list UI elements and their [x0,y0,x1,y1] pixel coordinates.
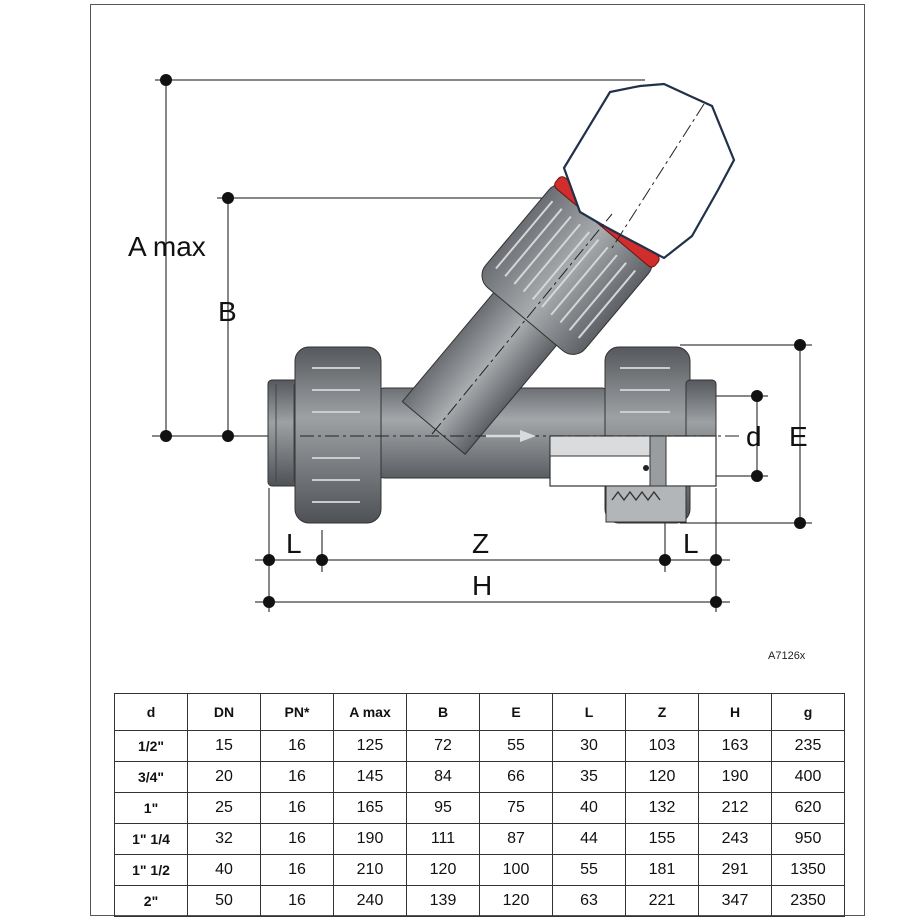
label-h: H [472,570,492,601]
table-cell: 55 [552,854,626,886]
table-cell: 1/2" [114,730,188,762]
label-l-left: L [286,528,302,559]
table-cell: 347 [698,885,772,917]
table-cell: 155 [625,823,699,855]
table-row: 2" 50 16 240 139 120 63 221 347 2350 [114,885,845,917]
table-cell: 950 [771,823,845,855]
table-cell: 50 [187,885,261,917]
table-cell: 95 [406,792,480,824]
table-cell: 212 [698,792,772,824]
label-d: d [746,421,762,452]
table-cell: 190 [698,761,772,793]
table-cell: 35 [552,761,626,793]
table-cell: 30 [552,730,626,762]
table-cell: 1350 [771,854,845,886]
table-cell: 20 [187,761,261,793]
table-cell: 400 [771,761,845,793]
table-cell: 125 [333,730,407,762]
table-cell: 2350 [771,885,845,917]
table-cell: 163 [698,730,772,762]
column-header: A max [333,693,407,731]
table-row: 1" 1/2 40 16 210 120 100 55 181 291 1350 [114,854,845,886]
dimension-endpoints [160,74,806,608]
table-cell: 66 [479,761,553,793]
drawing-reference-code: A7126x [768,650,806,662]
table-cell: 40 [187,854,261,886]
table-cell: 72 [406,730,480,762]
label-l-right: L [683,528,699,559]
table-row: 1/2" 15 16 125 72 55 30 103 163 235 [114,730,845,762]
table-cell: 181 [625,854,699,886]
table-cell: 190 [333,823,407,855]
label-b: B [218,296,237,327]
table-cell: 221 [625,885,699,917]
table-row: 1" 25 16 165 95 75 40 132 212 620 [114,792,845,824]
table-cell: 235 [771,730,845,762]
label-a-max: A max [128,231,206,262]
dimension-labels: A max B d E L Z L H [128,231,808,601]
table-cell: 120 [479,885,553,917]
table-cell: 165 [333,792,407,824]
column-header: E [479,693,553,731]
column-header: Z [625,693,699,731]
column-header: L [552,693,626,731]
table-cell: 15 [187,730,261,762]
table-cell: 16 [260,823,334,855]
table-cell: 16 [260,792,334,824]
table-cell: 132 [625,792,699,824]
column-header: H [698,693,772,731]
column-header: B [406,693,480,731]
table-cell: 3/4" [114,761,188,793]
table-cell: 620 [771,792,845,824]
table-cell: 1" 1/4 [114,823,188,855]
table-header-row: d DN PN* A max B E L Z H g [114,693,845,731]
table-cell: 120 [406,854,480,886]
column-header: DN [187,693,261,731]
table-cell: 16 [260,761,334,793]
table-cell: 25 [187,792,261,824]
dimensions-table: d DN PN* A max B E L Z H g 1/2" 15 16 12… [114,693,845,917]
table-cell: 32 [187,823,261,855]
removed-bonnet-outline [562,82,736,260]
table-cell: 291 [698,854,772,886]
table-cell: 100 [479,854,553,886]
table-cell: 84 [406,761,480,793]
table-cell: 63 [552,885,626,917]
table-cell: 16 [260,854,334,886]
table-cell: 139 [406,885,480,917]
table-cell: 1" [114,792,188,824]
label-e: E [789,421,808,452]
table-cell: 87 [479,823,553,855]
table-cell: 145 [333,761,407,793]
column-header: d [114,693,188,731]
table-cell: 16 [260,885,334,917]
valve-technical-drawing: A max B d E L Z L H [128,74,812,612]
table-cell: 2" [114,885,188,917]
table-cell: 55 [479,730,553,762]
table-cell: 16 [260,730,334,762]
table-cell: 75 [479,792,553,824]
table-cell: 1" 1/2 [114,854,188,886]
table-cell: 210 [333,854,407,886]
table-row: 3/4" 20 16 145 84 66 35 120 190 400 [114,761,845,793]
table-cell: 240 [333,885,407,917]
table-cell: 103 [625,730,699,762]
table-cell: 44 [552,823,626,855]
table-cell: 111 [406,823,480,855]
table-cell: 40 [552,792,626,824]
label-z: Z [472,528,489,559]
table-cell: 243 [698,823,772,855]
column-header: PN* [260,693,334,731]
table-cell: 120 [625,761,699,793]
column-header: g [771,693,845,731]
table-row: 1" 1/4 32 16 190 111 87 44 155 243 950 [114,823,845,855]
